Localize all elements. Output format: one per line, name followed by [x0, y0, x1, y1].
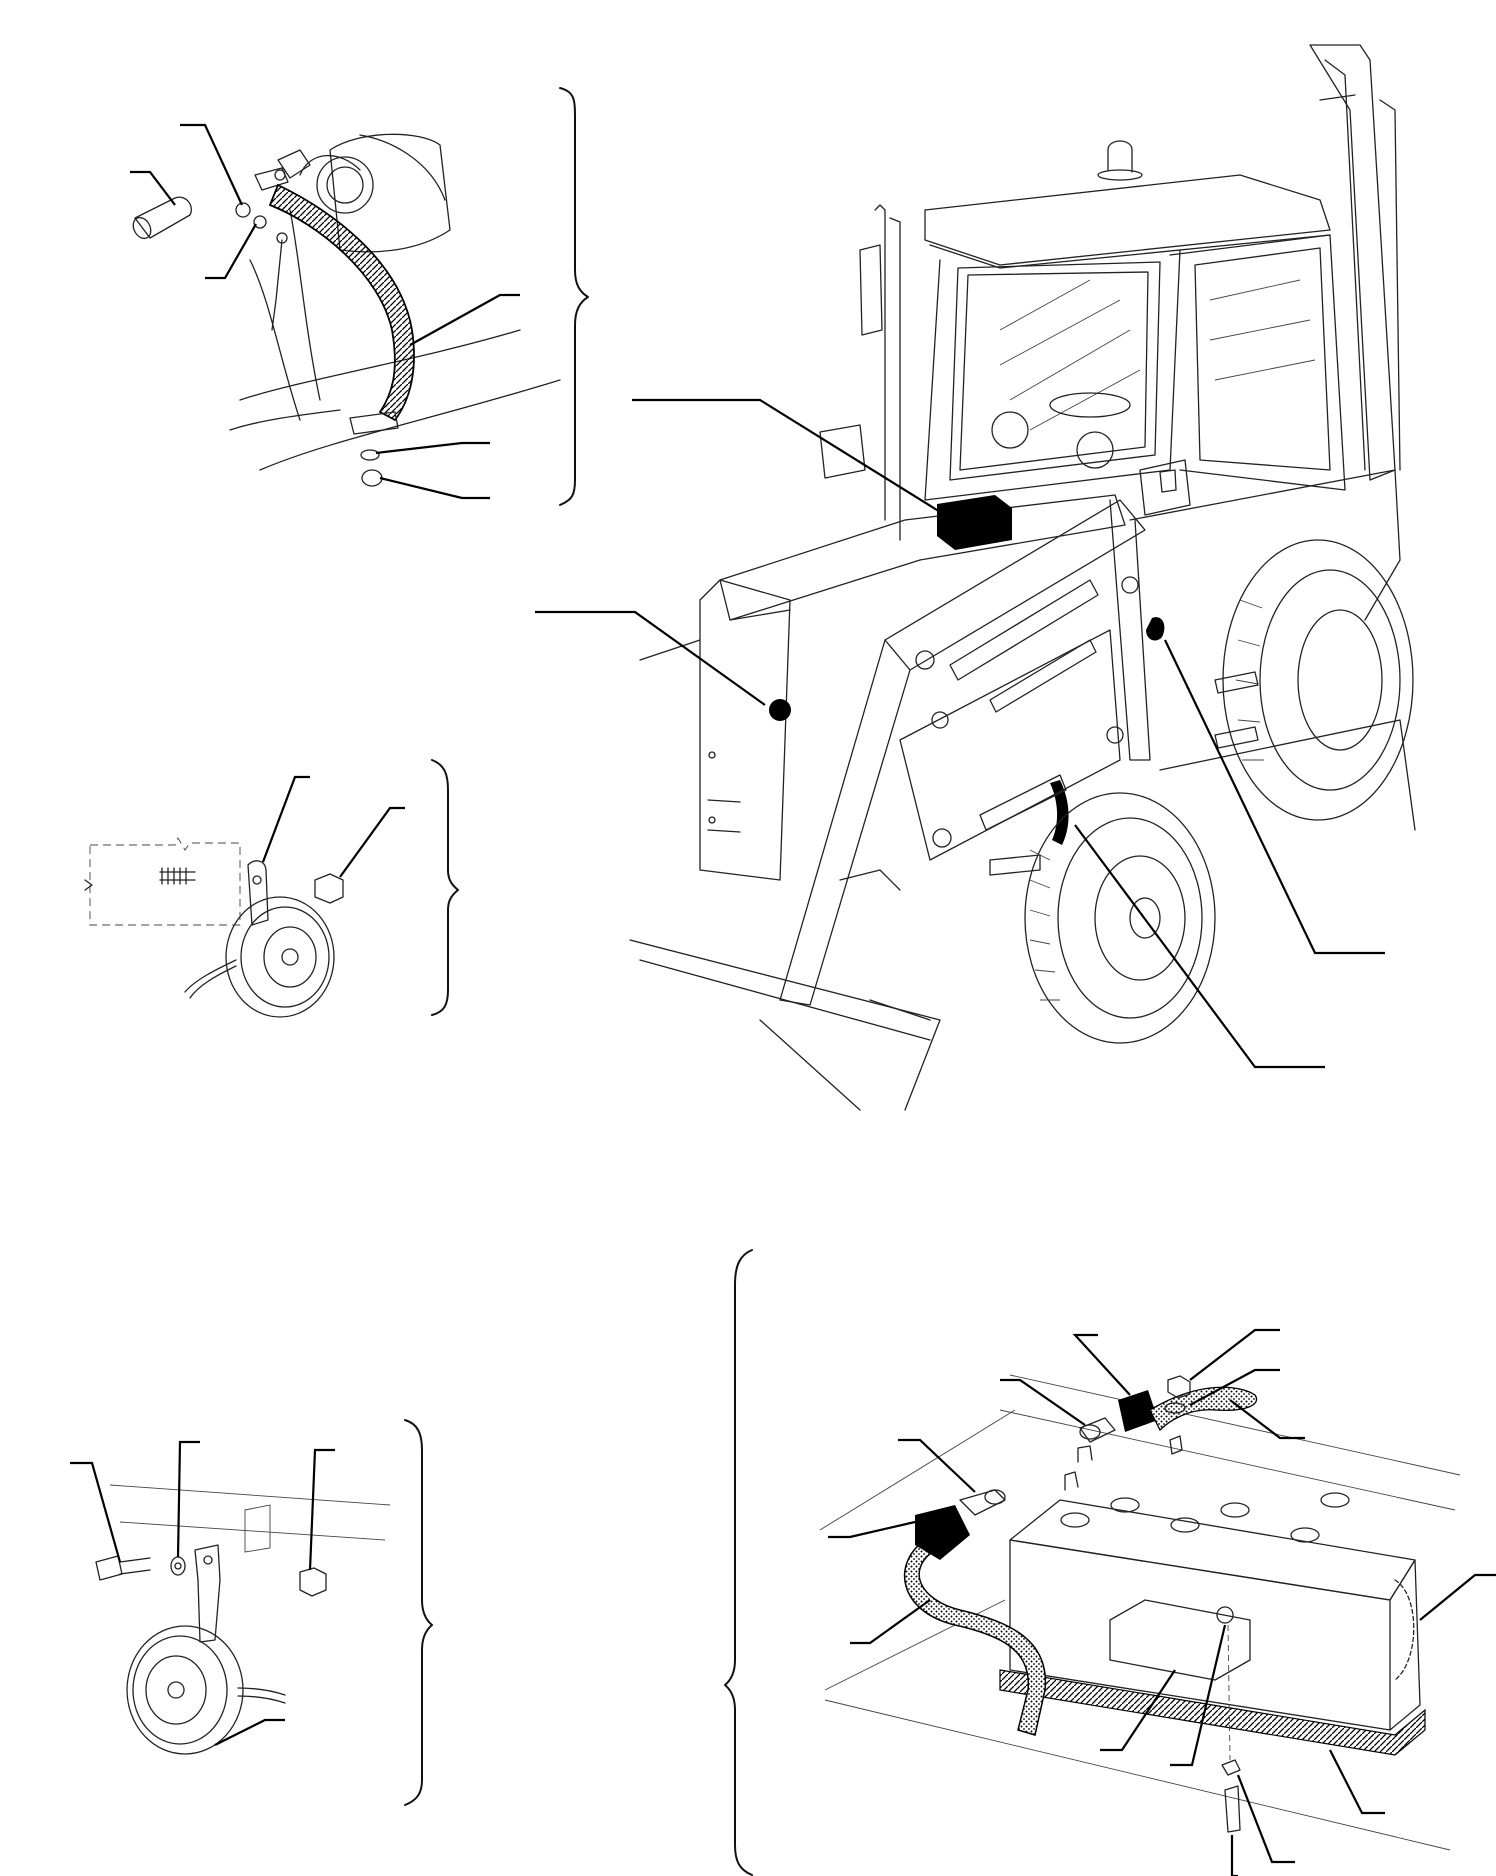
battery-tray — [999, 1669, 1426, 1756]
sleeve-part — [132, 196, 192, 240]
rear-wheel — [1222, 539, 1414, 821]
horn-location-marker-a — [769, 699, 791, 721]
horn-mount-detail-a — [84, 759, 459, 1018]
loader-arm — [779, 499, 1151, 1006]
battery-location-marker — [937, 495, 1012, 550]
horn-location-marker-b — [1146, 617, 1165, 641]
front-wheel — [1024, 792, 1216, 1044]
front-bucket — [629, 939, 941, 1111]
battery-cable — [903, 1489, 1047, 1736]
horn-mount-detail-b — [70, 1419, 433, 1806]
ground-strap-location-marker — [1050, 780, 1069, 845]
backhoe-loader-view — [535, 44, 1416, 1111]
cab — [819, 140, 1346, 541]
ground-strap-detail — [130, 87, 589, 506]
battery-detail — [724, 1249, 1496, 1876]
positive-terminal-cable — [1079, 1375, 1258, 1455]
battery — [1009, 1445, 1421, 1731]
engine-hood — [639, 494, 1126, 881]
